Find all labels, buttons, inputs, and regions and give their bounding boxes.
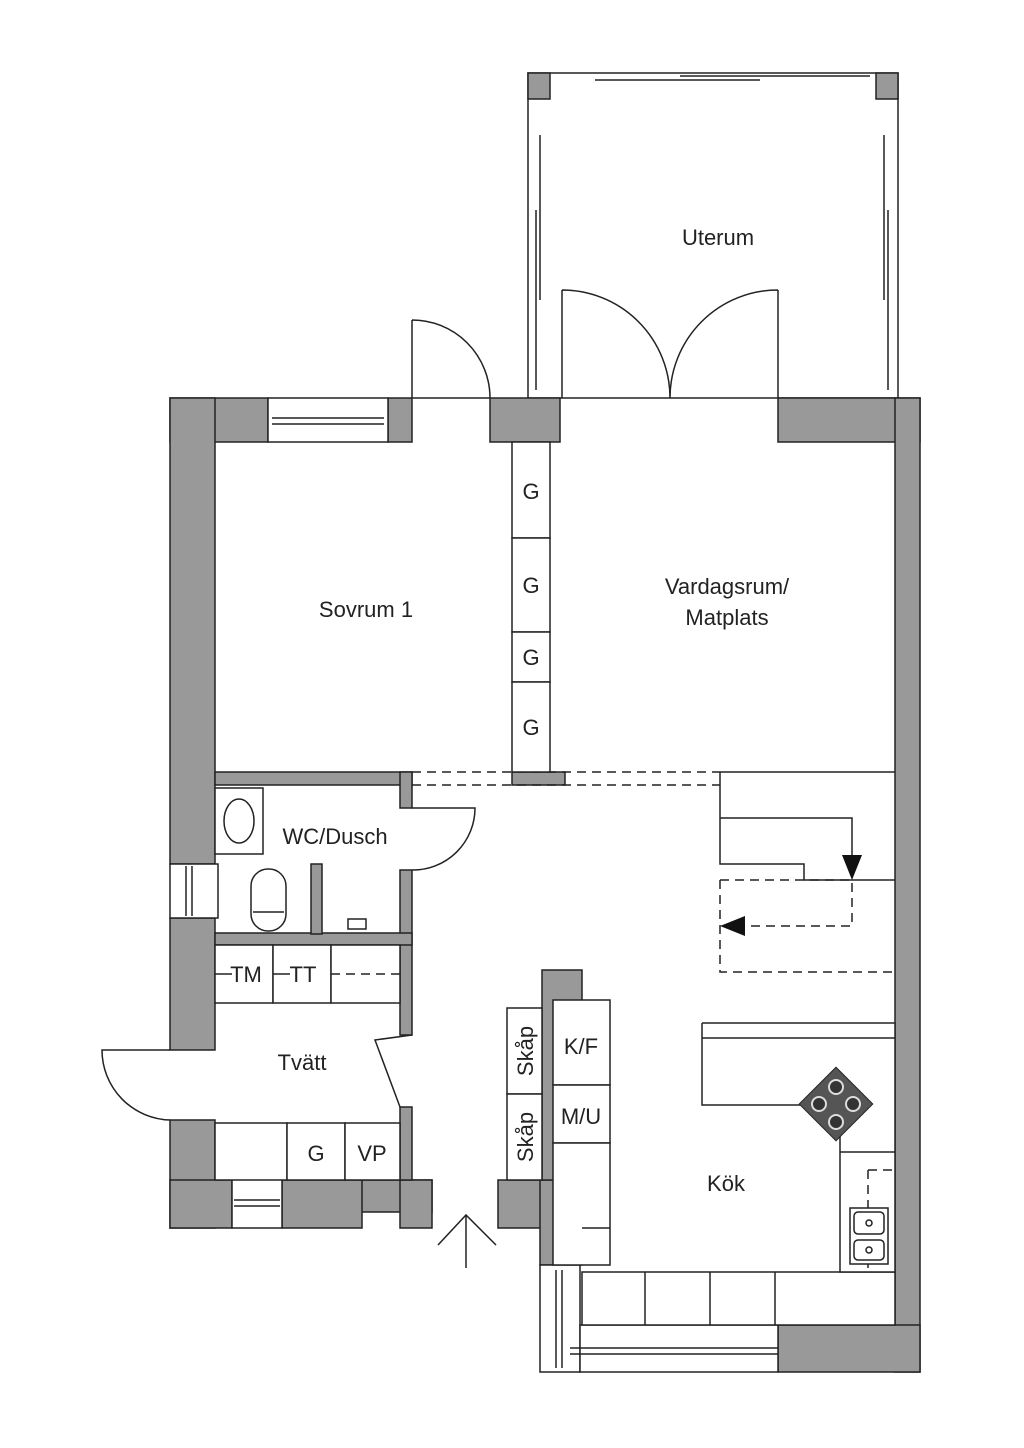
laundry-wardrobe-label: G (307, 1141, 324, 1166)
door-swing (101, 1049, 171, 1121)
wardrobe-label: G (522, 573, 539, 598)
kitchen-sink-icon (849, 1207, 889, 1265)
uterum-structure (527, 72, 899, 399)
dryer-label: TT (290, 962, 317, 987)
entry-arrow-icon (437, 1213, 497, 1268)
room-label-uterum: Uterum (682, 225, 754, 250)
laundry-fixtures: TM TT G VP (214, 944, 401, 1181)
room-label-sovrum: Sovrum 1 (319, 597, 413, 622)
arrow-left-icon (720, 916, 745, 936)
wardrobe-label: G (522, 645, 539, 670)
toilet-icon (250, 868, 287, 932)
windows (169, 397, 779, 1373)
door-swing (373, 1034, 413, 1108)
washing-machine-label: TM (230, 962, 262, 987)
cabinet-label: Skåp (513, 1112, 538, 1162)
fridge-freezer-label: K/F (564, 1034, 598, 1059)
room-label-wc: WC/Dusch (282, 824, 387, 849)
walls (169, 397, 921, 1373)
room-label-kok: Kök (707, 1171, 746, 1196)
kitchen-fixtures: Skåp Skåp K/F M/U (506, 999, 896, 1326)
cabinet-label: Skåp (513, 1026, 538, 1076)
door-swing (411, 807, 476, 871)
microwave-oven-label: M/U (561, 1104, 601, 1129)
wardrobe-label: G (522, 479, 539, 504)
shower-mixer-icon (347, 918, 367, 930)
water-heater-label: VP (357, 1141, 386, 1166)
staircase (719, 771, 895, 973)
door-swing (411, 319, 491, 399)
sink-icon (223, 798, 255, 844)
stove-icon (798, 1066, 874, 1142)
arrow-down-icon (842, 855, 862, 880)
bathroom-fixtures (214, 787, 367, 932)
room-label-tvatt: Tvätt (278, 1050, 327, 1075)
room-label-vardagsrum: Vardagsrum/ (665, 574, 790, 599)
wardrobe-label: G (522, 715, 539, 740)
wardrobes: G G G G (511, 441, 551, 773)
room-label-matplats: Matplats (685, 605, 768, 630)
